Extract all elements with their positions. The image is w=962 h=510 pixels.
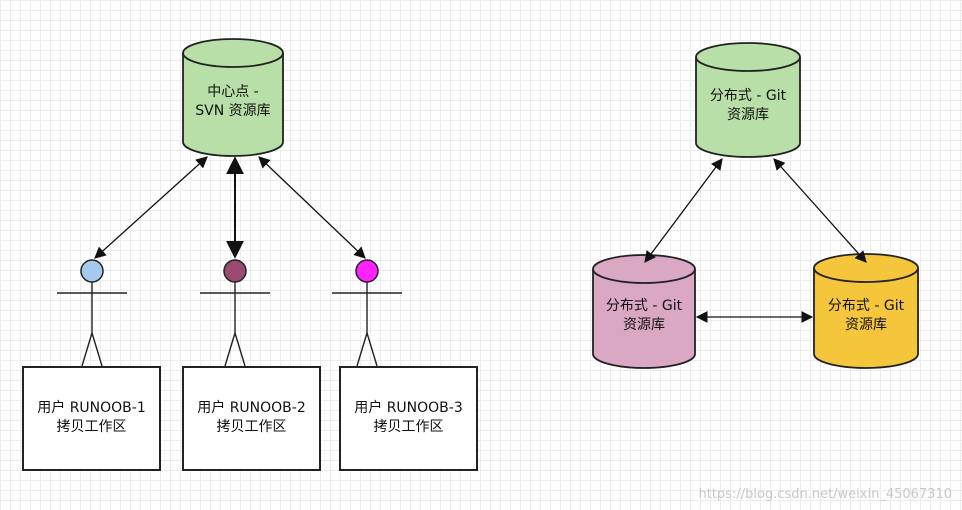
git-repo-right-label-line1: 分布式 - Git — [827, 298, 905, 314]
arrow-svn-user-1 — [94, 156, 208, 259]
user-2-workspace: 拷贝工作区 — [216, 419, 287, 435]
git-repo-top-label-line1: 分布式 - Git — [709, 88, 787, 104]
git-repo-top-label: 分布式 - Git 资源库 — [696, 84, 800, 128]
svn-repo-cylinder[interactable] — [182, 38, 284, 157]
user-1-head — [80, 259, 104, 283]
git-repo-top-label-line2: 资源库 — [727, 107, 769, 123]
watermark-text: https://blog.csdn.net/weixin_45067310 — [698, 487, 952, 502]
user-2-figure[interactable] — [200, 259, 270, 367]
user-3-workspace-label: 用户 RUNOOB-3 拷贝工作区 — [339, 396, 478, 440]
svn-repo-label: 中心点 - SVN 资源库 — [183, 80, 283, 124]
git-repo-left-body — [592, 254, 696, 369]
svn-repo-body — [182, 38, 284, 157]
user-3-figure[interactable] — [332, 259, 402, 367]
arrow-git-top-left — [644, 158, 723, 263]
git-repo-left-label-line2: 资源库 — [623, 317, 665, 333]
user-1-name: 用户 RUNOOB-1 — [37, 400, 146, 416]
user-3-head — [355, 259, 379, 283]
user-1-workspace-box[interactable] — [22, 366, 161, 471]
user-2-workspace-box[interactable] — [182, 366, 321, 471]
user-2-name: 用户 RUNOOB-2 — [197, 400, 306, 416]
user-1-workspace: 拷贝工作区 — [56, 419, 127, 435]
git-repo-top-cylinder[interactable] — [695, 42, 801, 158]
git-repo-top-body — [695, 42, 801, 158]
git-repo-left-label-line1: 分布式 - Git — [605, 298, 683, 314]
git-repo-left-cylinder[interactable] — [592, 254, 696, 369]
user-1-figure[interactable] — [57, 259, 127, 367]
user-3-workspace-box[interactable] — [339, 366, 478, 471]
user-2-head — [223, 259, 247, 283]
svn-repo-label-line1: 中心点 - — [207, 84, 259, 100]
git-repo-right-label-line2: 资源库 — [845, 317, 887, 333]
git-repo-right-label: 分布式 - Git 资源库 — [814, 294, 918, 338]
arrow-svn-user-3 — [258, 156, 366, 259]
user-1-workspace-label: 用户 RUNOOB-1 拷贝工作区 — [22, 396, 161, 440]
arrow-git-top-right — [773, 158, 867, 263]
user-2-workspace-label: 用户 RUNOOB-2 拷贝工作区 — [182, 396, 321, 440]
user-3-name: 用户 RUNOOB-3 — [354, 400, 463, 416]
svn-repo-label-line2: SVN 资源库 — [195, 103, 271, 119]
git-repo-left-label: 分布式 - Git 资源库 — [593, 294, 695, 338]
user-3-workspace: 拷贝工作区 — [373, 419, 444, 435]
